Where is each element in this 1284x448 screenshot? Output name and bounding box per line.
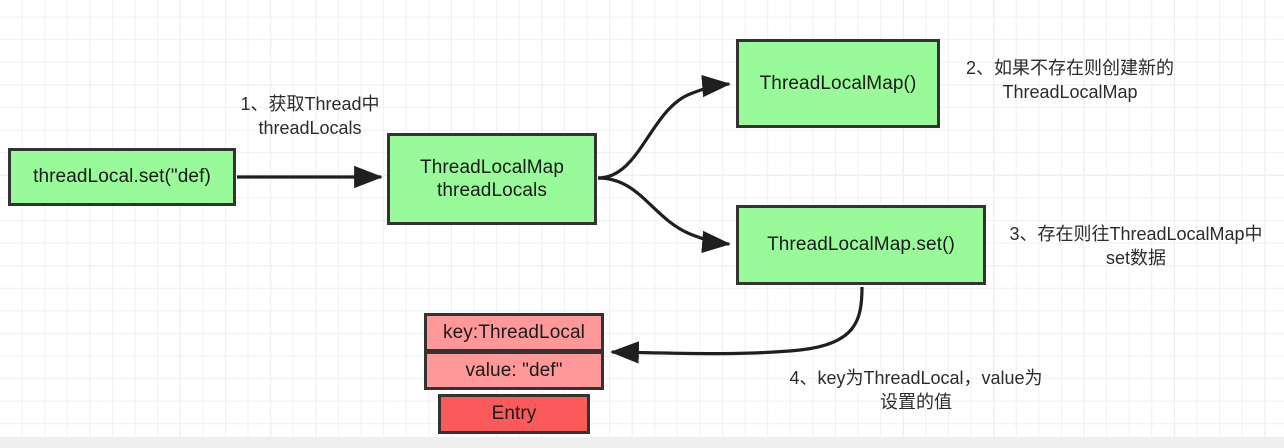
node-threadlocalmap-constructor[interactable]: ThreadLocalMap() (736, 39, 940, 128)
note-step-3: 3、存在则往ThreadLocalMap中 set数据 (1009, 224, 1263, 269)
node-entry-title[interactable]: Entry (438, 394, 590, 434)
node-entry-key[interactable]: key:ThreadLocal (424, 313, 604, 352)
note-step-4: 4、key为ThreadLocal，value为 设置的值 (789, 368, 1043, 413)
note-step-2: 2、如果不存在则创建新的 ThreadLocalMap (965, 58, 1174, 103)
edge-map-set-to-entry (610, 286, 864, 364)
edge-threadlocals-to-ctor (597, 74, 731, 180)
status-bar (0, 437, 1284, 448)
node-entry-value[interactable]: value: "def" (424, 351, 604, 390)
edge-threadlocals-to-map-set (597, 176, 731, 254)
note-step-1: 1、获取Thread中 threadLocals (240, 94, 380, 139)
node-threadlocalmap-threadlocals[interactable]: ThreadLocalMap threadLocals (387, 133, 597, 225)
node-threadlocal-set[interactable]: threadLocal.set("def) (8, 148, 236, 206)
node-threadlocalmap-set[interactable]: ThreadLocalMap.set() (736, 205, 986, 285)
